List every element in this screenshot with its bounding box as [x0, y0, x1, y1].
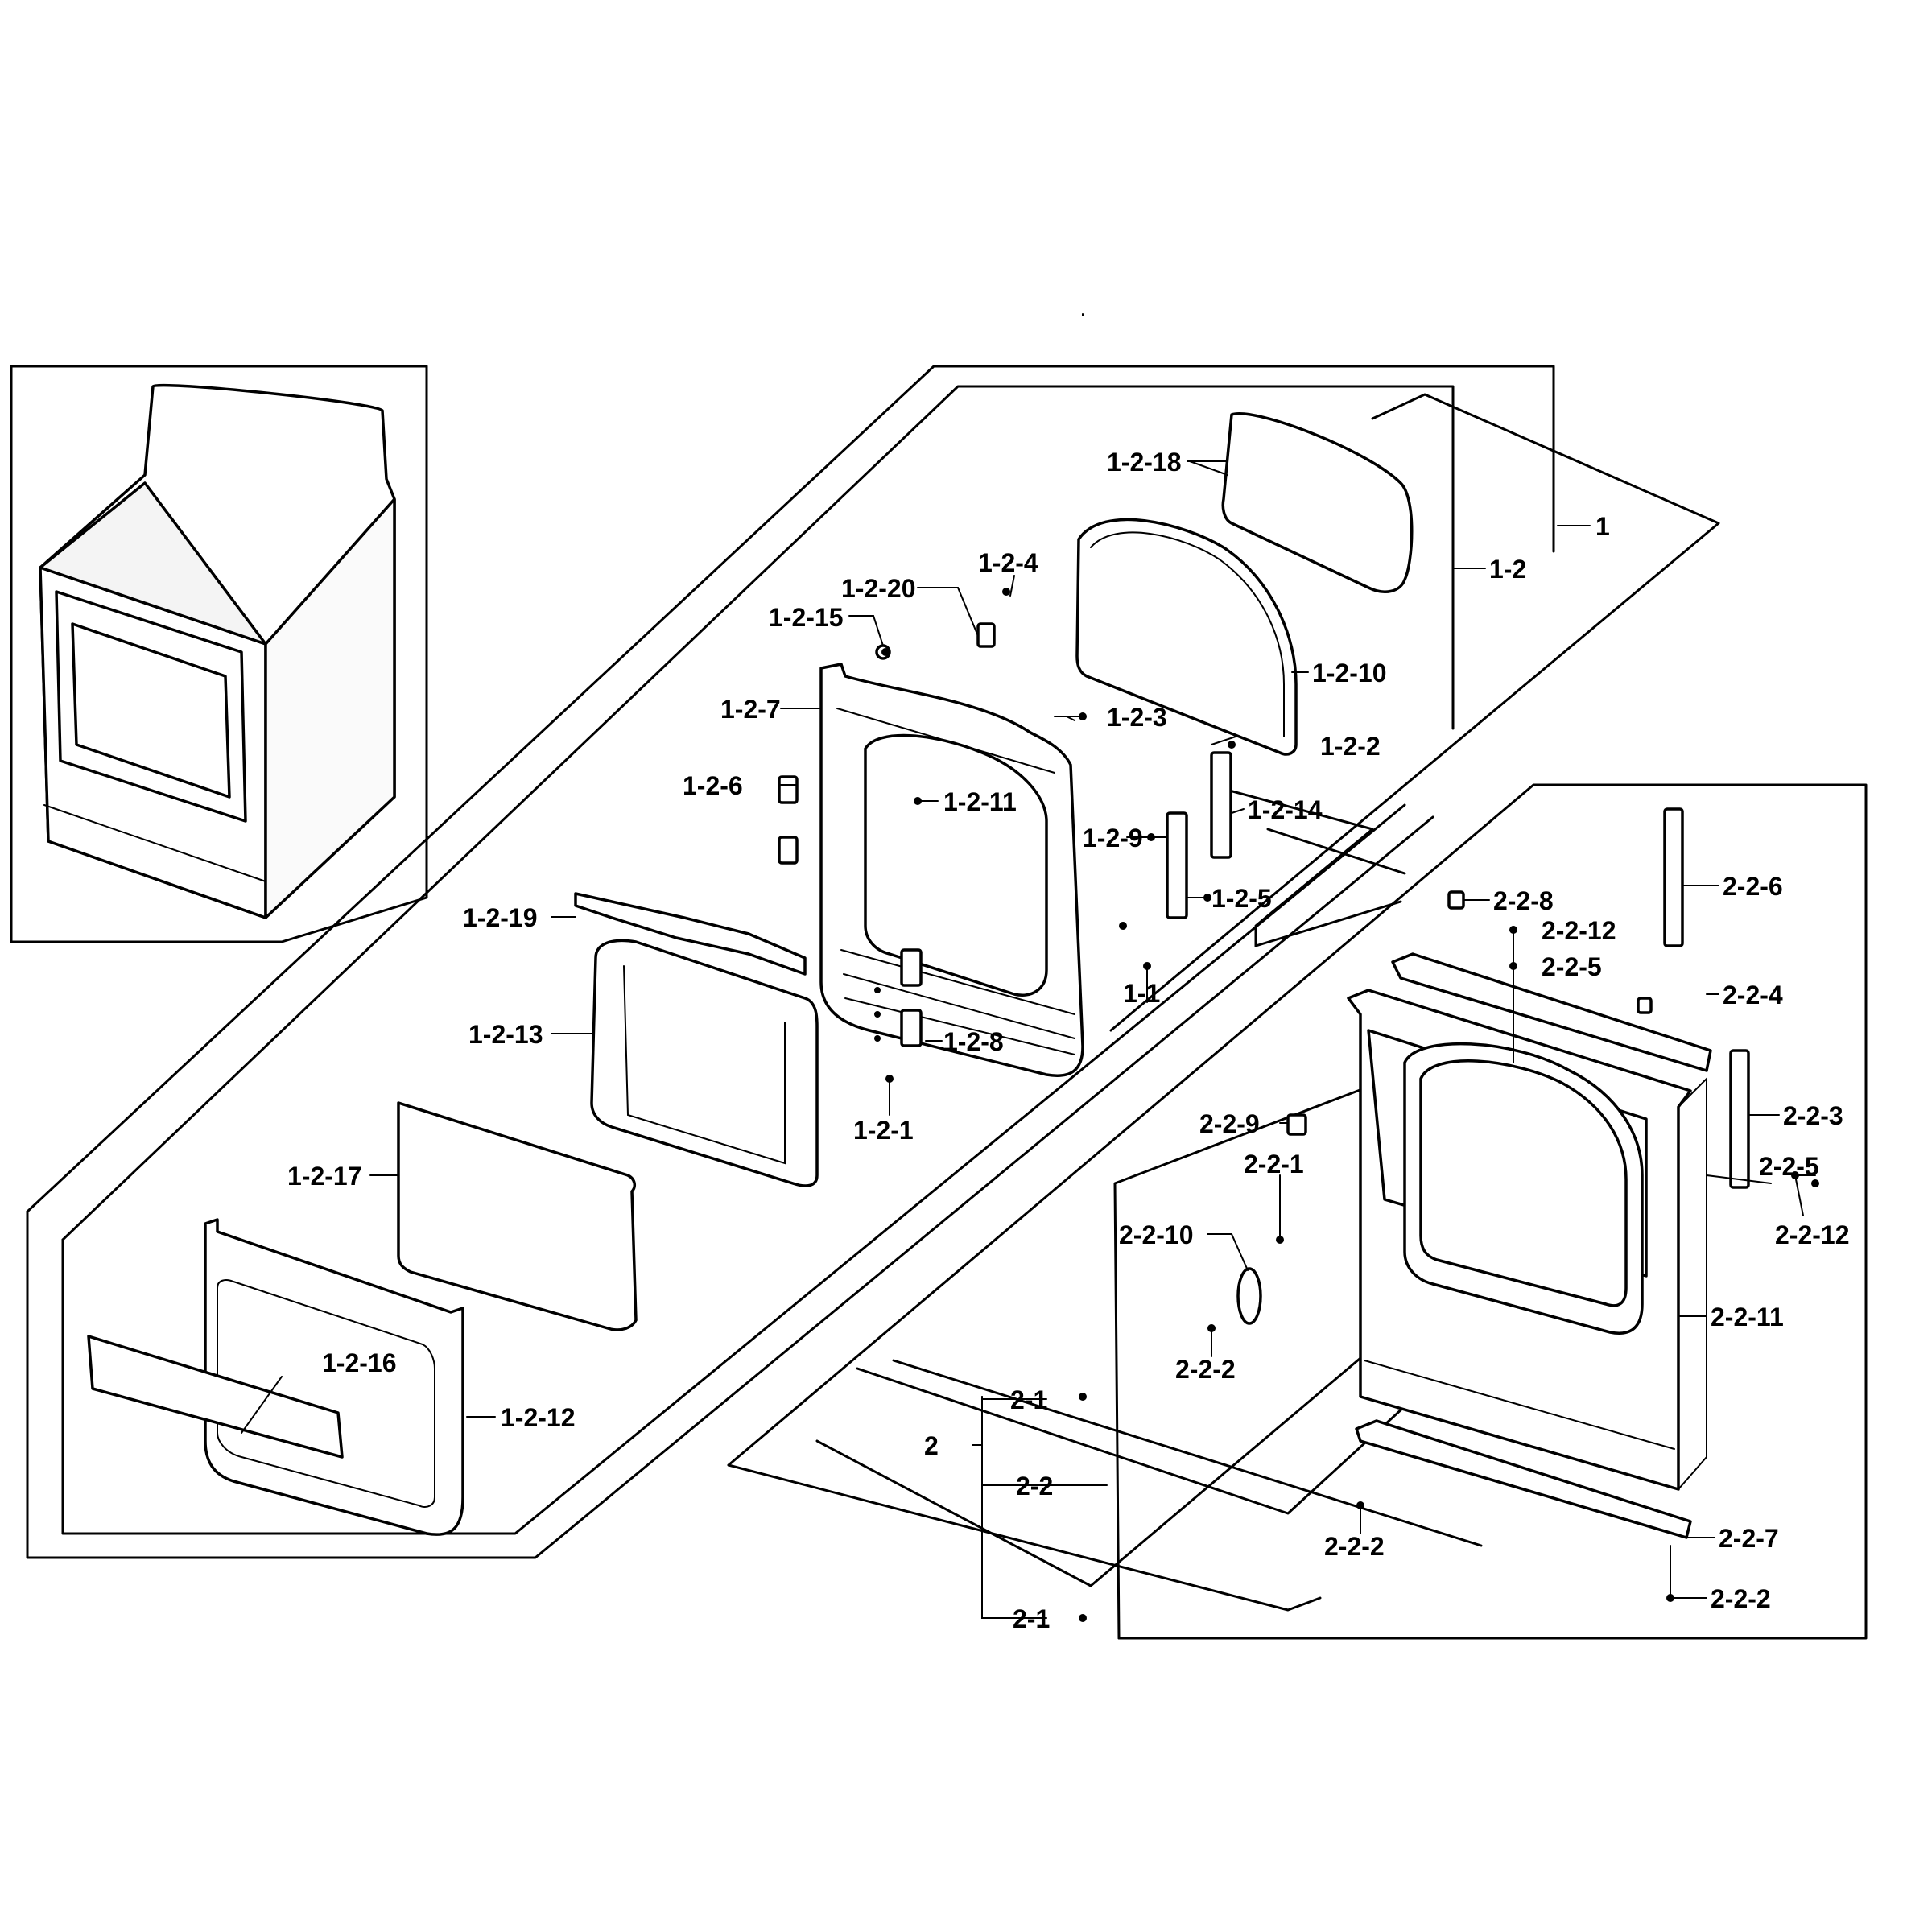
label-1-2-12: 1-2-12 — [501, 1403, 576, 1432]
label-2-2-2-low: 2-2-2 — [1324, 1532, 1385, 1561]
label-1: 1 — [1595, 512, 1610, 541]
part-top-rail — [1391, 952, 1712, 1072]
label-1-2-4: 1-2-4 — [978, 548, 1038, 577]
part-2-2-8 — [1447, 890, 1465, 910]
label-2-2-8: 2-2-8 — [1493, 886, 1554, 915]
callout-labels: 1 1-2 1-2-18 1-2-10 1-2-4 1-2-20 1-2-15 … — [287, 448, 1850, 1633]
label-1-2-6: 1-2-6 — [683, 771, 743, 800]
part-front-panel — [1347, 989, 1707, 1491]
part-hinge-bottom — [778, 836, 799, 865]
part-side-bracket-top — [1663, 807, 1684, 947]
label-1-1: 1-1 — [1123, 979, 1160, 1008]
label-1-2-17: 1-2-17 — [287, 1162, 362, 1191]
label-1-2-9: 1-2-9 — [1083, 824, 1143, 852]
label-2-2-5: 2-2-5 — [1759, 1152, 1819, 1181]
part-outer-door-shell — [204, 1218, 464, 1536]
part-2-2-10 — [1236, 1267, 1262, 1325]
label-1-2-5: 1-2-5 — [1211, 884, 1272, 913]
part-clip — [976, 622, 996, 648]
label-2-2-12: 2-2-12 — [1775, 1220, 1850, 1249]
part-2-2-9 — [1286, 1113, 1307, 1136]
label-2-1-top: 2-1 — [1010, 1385, 1047, 1414]
label-1-2-20: 1-2-20 — [841, 574, 916, 603]
part-hinge-plate — [1166, 811, 1188, 919]
label-2-2-2-mid: 2-2-2 — [1175, 1355, 1236, 1384]
part-inner-door-panel — [590, 939, 819, 1187]
part-bottom-rail — [1355, 1419, 1692, 1539]
label-2-2-2-bottom: 2-2-2 — [1711, 1584, 1771, 1613]
label-2-2-1: 2-2-1 — [1244, 1150, 1304, 1179]
label-2-2: 2-2 — [1016, 1472, 1053, 1501]
leader-lines — [241, 313, 1816, 1619]
label-1-2-7: 1-2-7 — [720, 695, 781, 724]
part-latch-bracket-top — [900, 948, 923, 987]
label-1-2-11: 1-2-11 — [943, 787, 1017, 816]
label-1-2-2: 1-2-2 — [1320, 732, 1381, 761]
label-1-2-1: 1-2-1 — [853, 1116, 914, 1145]
part-latch-bracket-bottom — [900, 1009, 923, 1047]
part-bracket-strip — [1210, 751, 1232, 859]
label-1-2-14: 1-2-14 — [1248, 795, 1323, 824]
label-2-2-10: 2-2-10 — [1119, 1220, 1194, 1249]
label-2-2-11: 2-2-11 — [1711, 1302, 1784, 1331]
fastener-dots — [874, 588, 1819, 1622]
part-window-glass-top — [1221, 412, 1414, 593]
part-inner-door-frame — [819, 663, 1084, 1077]
label-1-2-19: 1-2-19 — [463, 903, 538, 932]
label-1-2-16: 1-2-16 — [322, 1348, 397, 1377]
label-2: 2 — [924, 1431, 939, 1460]
part-hinge-top — [778, 775, 799, 804]
label-1-2: 1-2 — [1489, 555, 1526, 584]
label-2-2-7: 2-2-7 — [1719, 1524, 1779, 1553]
label-1-2-18: 1-2-18 — [1107, 448, 1182, 477]
label-2-2-9: 2-2-9 — [1199, 1109, 1260, 1138]
part-side-bracket — [1729, 1049, 1750, 1189]
label-1-2-8: 1-2-8 — [943, 1027, 1004, 1056]
label-2-2-6: 2-2-6 — [1723, 872, 1783, 901]
label-2-2-3: 2-2-3 — [1783, 1101, 1843, 1130]
inset-dryer-view — [10, 365, 428, 943]
label-2-2-5-top: 2-2-5 — [1542, 952, 1602, 981]
part-door-handle — [87, 1335, 344, 1459]
label-1-2-10: 1-2-10 — [1312, 658, 1387, 687]
label-1-2-15: 1-2-15 — [769, 603, 844, 632]
label-2-2-4: 2-2-4 — [1723, 980, 1783, 1009]
part-handle-bracket — [574, 892, 807, 976]
label-2-2-12-top: 2-2-12 — [1542, 916, 1616, 945]
label-1-2-3: 1-2-3 — [1107, 703, 1167, 732]
label-1-2-13: 1-2-13 — [468, 1020, 543, 1049]
part-outer-glass — [397, 1101, 638, 1331]
part-2-2-12-top — [1637, 997, 1653, 1014]
label-2-1-bottom: 2-1 — [1013, 1604, 1050, 1633]
